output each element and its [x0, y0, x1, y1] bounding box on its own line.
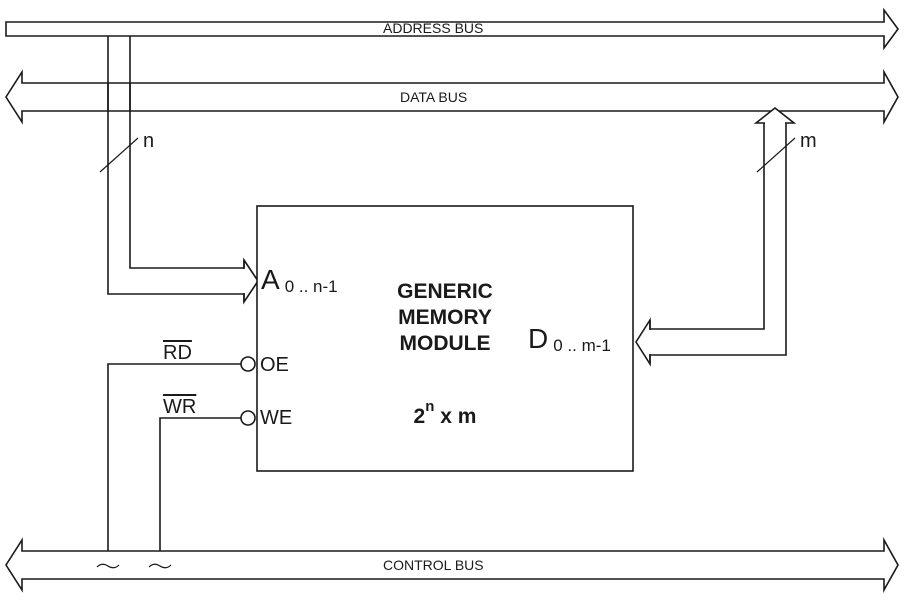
wr-bus-joint: [148, 563, 172, 569]
address-arrow-head: [243, 257, 259, 305]
module-title-line3: MODULE: [399, 332, 491, 355]
memory-module-box: [256, 205, 634, 472]
data-bus: [5, 68, 899, 126]
data-pin-range: 0 .. m-1: [553, 336, 611, 355]
module-title-line2: MEMORY: [398, 306, 492, 329]
module-size-base: 2: [413, 405, 426, 428]
data-branch-outer: [650, 122, 787, 356]
data-bus-label: DATA BUS: [400, 89, 468, 105]
address-pin-letter: A: [261, 264, 280, 295]
control-bus-label: CONTROL BUS: [383, 557, 484, 573]
address-bus-label: ADDRESS BUS: [383, 20, 484, 36]
data-pin-letter: D: [528, 323, 549, 354]
module-size: 2n x m: [375, 398, 515, 430]
address-bus: [5, 7, 899, 51]
address-width-label: n: [143, 130, 155, 152]
address-branch-outer: [107, 36, 244, 295]
address-pin-range: 0 .. n-1: [284, 277, 338, 296]
we-pin-label: WE: [260, 407, 293, 429]
data-width-slash: [756, 137, 796, 173]
module-title: GENERIC MEMORY MODULE: [375, 279, 515, 357]
we-inversion-bubble: [240, 410, 256, 426]
wr-control-line: [159, 417, 241, 551]
data-width-label: m: [800, 130, 817, 152]
module-size-exponent: n: [425, 398, 435, 415]
rd-control-line: [107, 363, 241, 551]
module-title-line1: GENERIC: [397, 280, 493, 303]
address-width-slash: [99, 137, 139, 173]
module-size-rest: x m: [440, 405, 477, 428]
rd-signal-label: RD: [163, 342, 192, 364]
wr-signal-label: WR: [163, 396, 197, 418]
control-bus: [5, 536, 899, 594]
data-branch-inner: [650, 122, 765, 330]
address-branch-inner: [129, 36, 244, 269]
oe-inversion-bubble: [240, 356, 256, 372]
oe-pin-label: OE: [260, 354, 289, 376]
rd-bus-joint: [96, 563, 120, 569]
